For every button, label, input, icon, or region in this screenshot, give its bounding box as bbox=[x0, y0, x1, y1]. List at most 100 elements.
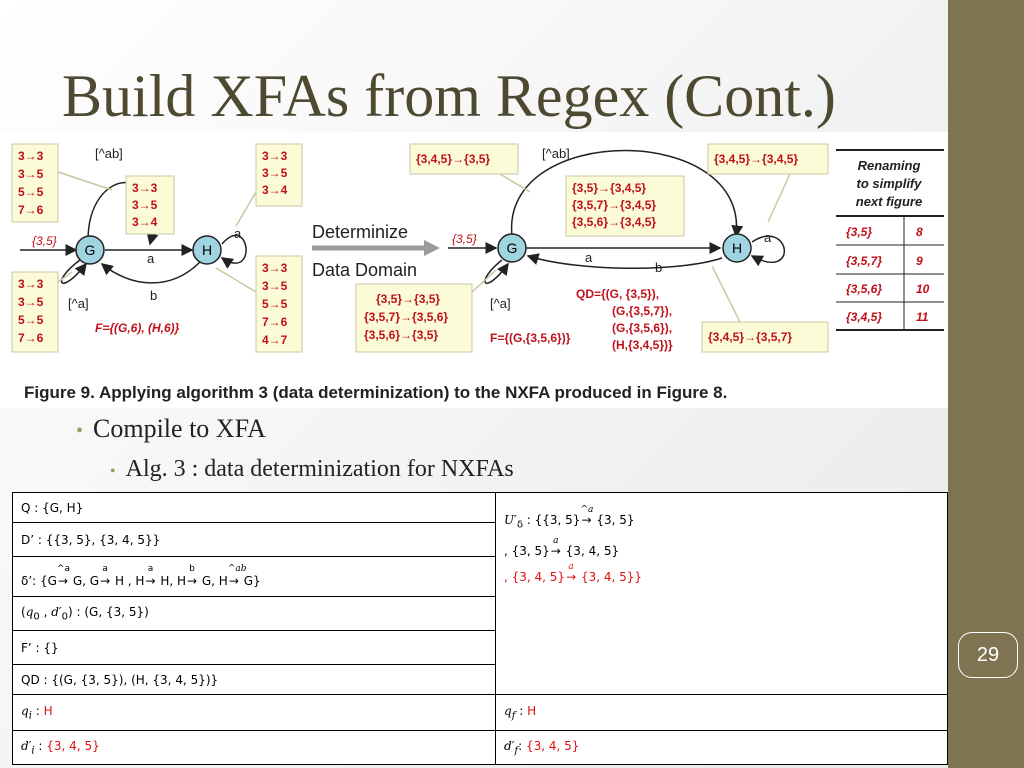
di-var: d′ bbox=[21, 738, 32, 753]
u-delta-line-3: , {3, 4, 5}a→ {3, 4, 5}} bbox=[504, 562, 939, 590]
renaming-row-1-id: 8 bbox=[916, 225, 923, 239]
delta-t1-after: G, G bbox=[69, 574, 100, 588]
di-sub: i bbox=[31, 745, 35, 757]
left-tr-line-1: 3→3 bbox=[262, 149, 288, 163]
right-edge-a: a bbox=[585, 250, 593, 265]
renaming-row-1-set: {3,5} bbox=[846, 225, 872, 239]
u-line1-top: ^a bbox=[580, 505, 594, 515]
right-edge-b: b bbox=[655, 260, 662, 275]
df-sub: f bbox=[514, 745, 519, 757]
delta-t1-top: ^a bbox=[56, 564, 71, 574]
right-mid-line-1: {3,5}→{3,4,5} bbox=[572, 181, 646, 195]
slide-title: Build XFAs from Regex (Cont.) bbox=[62, 63, 836, 129]
figure-image: G H {3,5} [^ab] [^a] a b a 3→3 3→5 5→5 7… bbox=[0, 132, 948, 408]
left-tr-line-2: 3→5 bbox=[262, 166, 288, 180]
right-bl-line-1: {3,5}→{3,5} bbox=[376, 292, 440, 306]
delta-t3-after: H, H bbox=[156, 574, 186, 588]
state-table: Q : {G, H} U′δ : {{3, 5}^a→ {3, 5} , {3,… bbox=[12, 492, 948, 765]
arrow-icon: a→ bbox=[550, 536, 562, 564]
bullet-alg3: • Alg. 3 : data determinization for NXFAs bbox=[110, 456, 514, 483]
renaming-header-2: to simplify bbox=[856, 176, 922, 191]
left-br-line-4: 7→6 bbox=[262, 315, 288, 329]
left-tl-line-1: 3→3 bbox=[18, 149, 44, 163]
right-state-h: H bbox=[732, 240, 742, 256]
determinize-arrow: Determinize Data Domain bbox=[312, 222, 440, 280]
di-value: {3, 4, 5} bbox=[46, 738, 100, 753]
right-mid-line-2: {3,5,7}→{3,4,5} bbox=[572, 198, 656, 212]
df-var: d′ bbox=[504, 738, 515, 753]
arrow-icon: ^ab→ bbox=[227, 564, 247, 588]
right-label-not-ab: [^ab] bbox=[542, 146, 570, 161]
renaming-table: Renaming to simplify next figure {3,5} {… bbox=[836, 149, 944, 331]
right-qd-line-1: QD={(G, {3,5}), bbox=[576, 287, 659, 301]
arrow-icon: ^a→ bbox=[580, 505, 593, 533]
arrow-icon: b→ bbox=[187, 564, 198, 588]
cell-f-prime: F’ : {} bbox=[12, 630, 496, 665]
left-bl-line-2: 3→5 bbox=[18, 295, 44, 309]
right-qd-line-2: (G,{3,5,7}), bbox=[612, 304, 672, 318]
left-bl-line-3: 5→5 bbox=[18, 313, 44, 327]
right-box-top-right: {3,4,5}→{3,4,5} bbox=[714, 152, 798, 166]
delta-t3-top: a bbox=[147, 564, 154, 574]
right-label-not-a: [^a] bbox=[490, 296, 511, 311]
left-tl-line-4: 7→6 bbox=[18, 203, 44, 217]
left-state-h: H bbox=[202, 242, 212, 258]
qf-value: H bbox=[527, 703, 537, 718]
u-line2-pre: , {3, 5} bbox=[504, 544, 550, 559]
renaming-header-3: next figure bbox=[856, 194, 922, 209]
bullet-compile-to-xfa: •Compile to XFA bbox=[76, 414, 266, 444]
left-start-label: {3,5} bbox=[32, 234, 57, 248]
renaming-row-2-set: {3,5,7} bbox=[846, 254, 882, 268]
arrow-label-data-domain: Data Domain bbox=[312, 260, 417, 280]
u-line2-post: {3, 4, 5} bbox=[561, 544, 620, 559]
cell-u-delta: U′δ : {{3, 5}^a→ {3, 5} , {3, 5}a→ {3, 4… bbox=[495, 492, 948, 695]
left-br-line-1: 3→3 bbox=[262, 261, 288, 275]
delta-t4-after: G, H bbox=[198, 574, 228, 588]
renaming-row-3-id: 10 bbox=[916, 282, 930, 296]
delta-t5-top: ^ab bbox=[227, 564, 247, 574]
cell-d-prime: D’ : {{3, 5}, {3, 4, 5}} bbox=[12, 522, 496, 557]
qf-sub: f bbox=[511, 710, 516, 722]
d-prime-text: D’ : {{3, 5}, {3, 4, 5}} bbox=[21, 532, 161, 547]
bullet-level2-text: Alg. 3 : data determinization for NXFAs bbox=[125, 456, 514, 482]
cell-qf: qf : H bbox=[495, 694, 948, 731]
cell-df: d′f: {3, 4, 5} bbox=[495, 730, 948, 765]
cell-q: Q : {G, H} bbox=[12, 492, 496, 523]
arrow-icon: ^a→ bbox=[56, 564, 71, 588]
u-line3-pre: , {3, 4, 5} bbox=[504, 570, 566, 585]
page-number-badge: 29 bbox=[958, 632, 1018, 678]
u-delta-line-2: , {3, 5}a→ {3, 4, 5} bbox=[504, 536, 939, 564]
df-value: {3, 4, 5} bbox=[525, 738, 580, 753]
left-self-a: a bbox=[234, 226, 242, 241]
u-line2-top: a bbox=[553, 536, 559, 547]
u-delta-sub: δ bbox=[516, 519, 523, 531]
left-br-line-5: 4→7 bbox=[262, 333, 288, 347]
f-prime-text: F’ : {} bbox=[21, 640, 59, 655]
renaming-row-4-set: {3,4,5} bbox=[846, 310, 882, 324]
bullet-dot-icon: • bbox=[110, 463, 116, 480]
delta-t4-top: b bbox=[189, 564, 195, 574]
figure-caption: Figure 9. Applying algorithm 3 (data det… bbox=[24, 383, 727, 402]
right-start-label: {3,5} bbox=[452, 232, 477, 246]
q-text: Q : {G, H} bbox=[21, 500, 84, 515]
delta-t2-after: H , H bbox=[111, 574, 145, 588]
left-label-not-a: [^a] bbox=[68, 296, 89, 311]
qf-var: q bbox=[504, 703, 512, 718]
left-edge-b: b bbox=[150, 288, 157, 303]
qi-sub: i bbox=[28, 710, 32, 722]
arrow-icon: a→ bbox=[565, 562, 577, 590]
cell-qi: qi : H bbox=[12, 694, 496, 731]
left-tl-line-3: 5→5 bbox=[18, 185, 44, 199]
cell-di: d′i : {3, 4, 5} bbox=[12, 730, 496, 765]
right-final-set: F={(G,{3,5,6})} bbox=[490, 331, 571, 345]
qi-var: q bbox=[21, 703, 29, 718]
right-bl-line-3: {3,5,6}→{3,5} bbox=[364, 328, 438, 342]
right-qd-line-4: (H,{3,4,5})} bbox=[612, 338, 673, 352]
left-final-set: F={(G,6), (H,6)} bbox=[95, 321, 180, 335]
initial-var1: q bbox=[25, 604, 34, 619]
bullet-level1-text: Compile to XFA bbox=[93, 414, 266, 443]
left-diagram: G H {3,5} [^ab] [^a] a b a 3→3 3→5 5→5 7… bbox=[11, 143, 303, 353]
left-bl-line-1: 3→3 bbox=[18, 277, 44, 291]
initial-value: ) : (G, {3, 5}) bbox=[67, 604, 149, 619]
